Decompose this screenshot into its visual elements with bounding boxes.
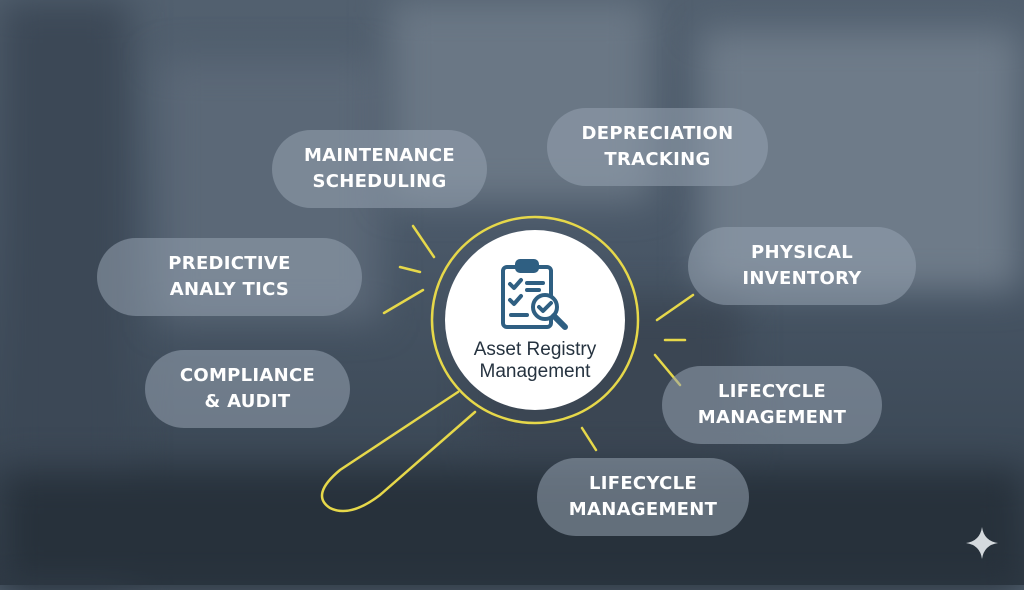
node-line: PHYSICAL bbox=[751, 242, 853, 263]
node-lifecycle-management-right: LIFECYCLE MANAGEMENT bbox=[662, 366, 882, 444]
clipboard-checklist-magnifier-icon bbox=[501, 259, 568, 330]
node-physical-inventory: PHYSICAL INVENTORY bbox=[688, 227, 916, 305]
node-maintenance-scheduling: MAINTENANCE SCHEDULING bbox=[272, 130, 487, 208]
node-line: MANAGEMENT bbox=[697, 407, 847, 428]
center-hub: Asset Registry Management bbox=[445, 230, 625, 410]
node-line: SCHEDULING bbox=[312, 171, 447, 192]
node-predictive-analytics: PREDICTIVE ANALY TICS bbox=[97, 238, 362, 316]
node-lifecycle-management-bottom: LIFECYCLE MANAGEMENT bbox=[537, 458, 749, 536]
node-line: DEPRECIATION bbox=[581, 123, 734, 144]
node-line: LIFECYCLE bbox=[588, 473, 698, 494]
node-line: PREDICTIVE bbox=[168, 253, 291, 274]
center-title-line1: Asset Registry bbox=[473, 339, 597, 360]
center-title: Asset Registry Management bbox=[474, 339, 596, 383]
node-line: MAINTENANCE bbox=[303, 145, 456, 166]
node-line: COMPLIANCE bbox=[179, 365, 316, 386]
node-line: & AUDIT bbox=[204, 391, 291, 412]
sparkle-icon bbox=[966, 527, 998, 559]
center-title-line2: Management bbox=[479, 361, 591, 382]
node-line: INVENTORY bbox=[742, 268, 862, 289]
node-line: ANALY TICS bbox=[169, 279, 290, 300]
node-compliance-audit: COMPLIANCE & AUDIT bbox=[145, 350, 350, 428]
node-line: MANAGEMENT bbox=[568, 499, 718, 520]
node-line: TRACKING bbox=[604, 149, 711, 170]
node-depreciation-tracking: DEPRECIATION TRACKING bbox=[547, 108, 768, 186]
node-line: LIFECYCLE bbox=[717, 381, 827, 402]
